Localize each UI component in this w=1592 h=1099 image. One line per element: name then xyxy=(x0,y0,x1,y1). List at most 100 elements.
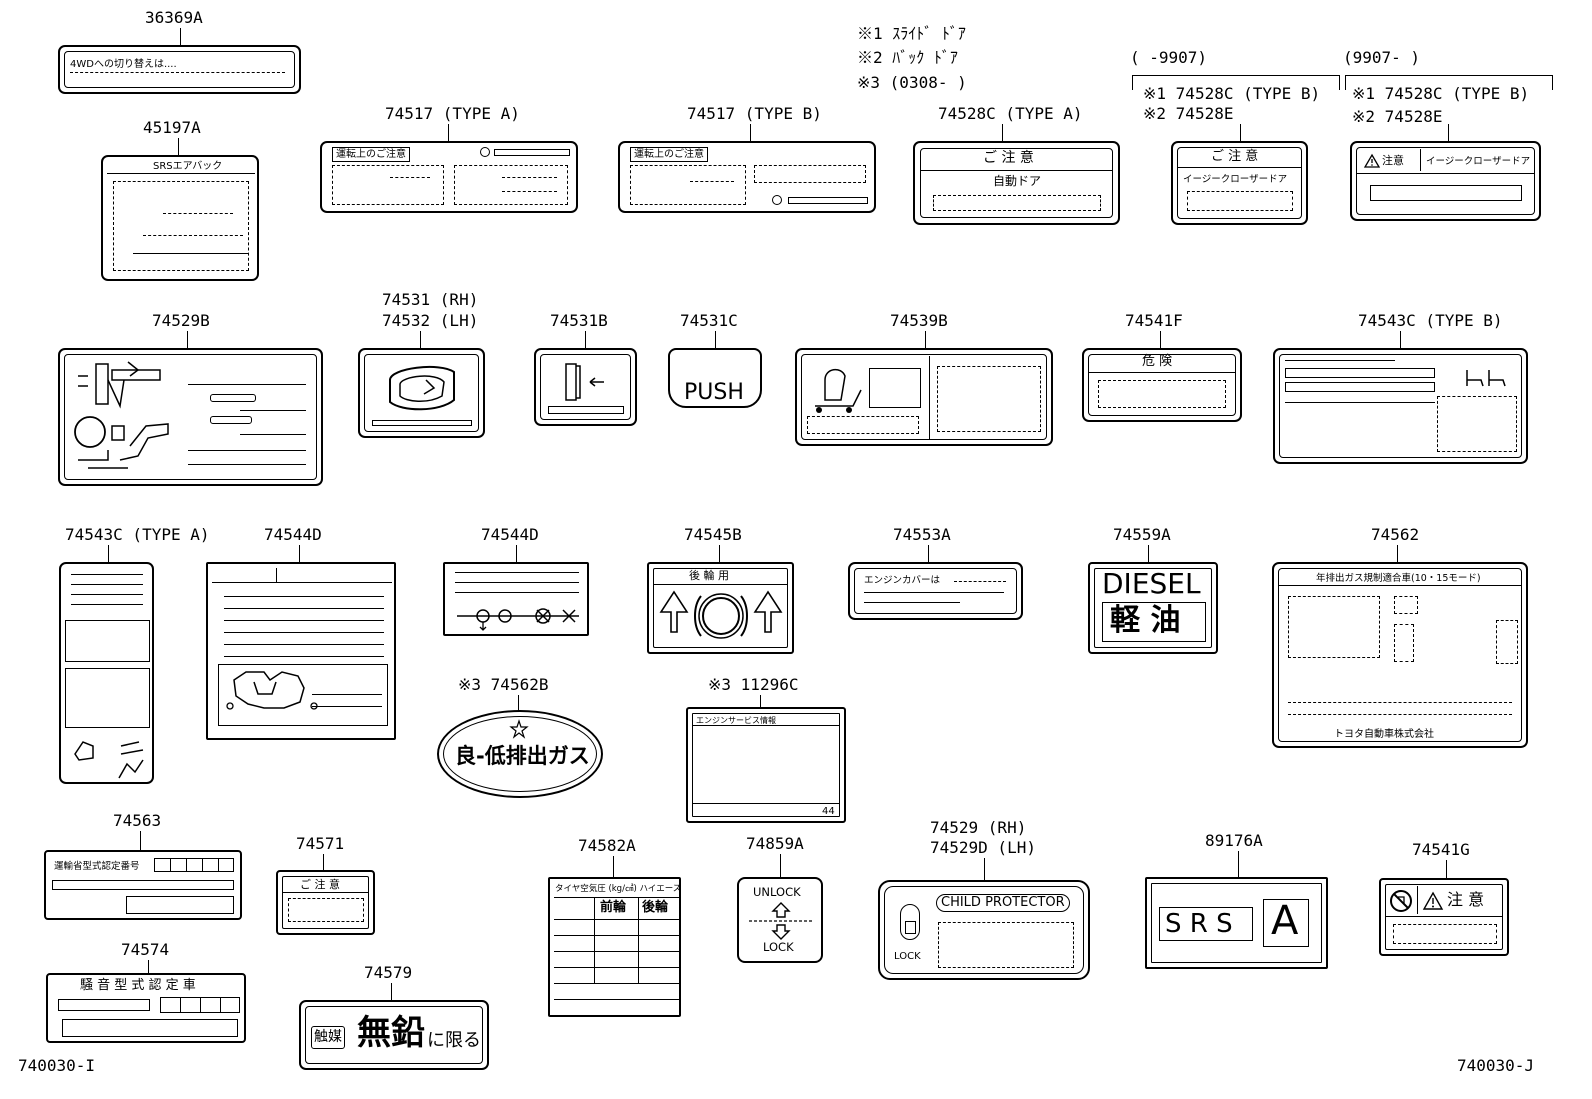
label-74529-lock: LOCK xyxy=(894,951,921,962)
callout-74531b: 74531B xyxy=(550,311,608,330)
leader-74545b xyxy=(719,545,720,562)
label-89176a-a: A xyxy=(1271,898,1299,944)
lock-unlock-arrows-icon xyxy=(749,902,813,940)
leader-45197a xyxy=(178,138,179,155)
label-74517-type-b-title: 運転上のご注意 xyxy=(630,147,708,162)
engine-parts-icon xyxy=(226,671,318,710)
label-74559a: DIESEL 軽 油 xyxy=(1088,562,1218,654)
label-74571: ご 注 意 xyxy=(276,870,375,935)
callout-11296c: ※3 11296C xyxy=(708,675,799,694)
label-74528c-type-b-caution: 注意 xyxy=(1382,154,1404,167)
label-89176a-srs: S R S xyxy=(1165,909,1233,939)
label-74541f: 危 険 xyxy=(1082,348,1242,422)
leader-74562 xyxy=(1397,545,1398,562)
label-74517-type-b: 運転上のご注意 xyxy=(618,141,876,213)
callout-74529-rh: 74529 (RH) xyxy=(930,818,1027,837)
leader-74531 xyxy=(420,331,421,348)
callout-74553a: 74553A xyxy=(893,525,951,544)
label-74528c-type-b-text: イージークローザードア xyxy=(1426,156,1531,167)
door-handle-icon xyxy=(389,365,455,411)
lock-knob-icon xyxy=(565,363,604,401)
leader-74579 xyxy=(391,983,392,1000)
label-36369a: 4WDへの切り替えは.... xyxy=(58,45,301,94)
label-45197a: SRSエアバック xyxy=(101,155,259,281)
label-74553a: エンジンカバーは xyxy=(848,562,1023,620)
warning-triangle-icon xyxy=(1422,891,1444,910)
label-74562-foot: トヨタ自動車株式会社 xyxy=(1334,729,1434,740)
label-74529-title: CHILD PROTECTOR xyxy=(936,894,1070,912)
label-74562: 年排出ガス規制適合車(10・15モード) トヨタ自動車株式会社 xyxy=(1272,562,1528,748)
leader-36369a xyxy=(180,28,181,45)
label-74574-text: 騒 音 型 式 認 定 車 xyxy=(80,978,196,993)
callout-74517-type-b: 74517 (TYPE B) xyxy=(687,104,822,123)
leader-11296c xyxy=(760,695,761,707)
warning-triangle-icon xyxy=(1363,153,1381,168)
leader-74528c-type-a xyxy=(1002,124,1003,141)
leader-74539b xyxy=(925,331,926,348)
label-36369a-inner xyxy=(64,51,295,88)
label-74562b-text: 良-低排出ガス xyxy=(455,744,590,768)
callout-74562b: ※3 74562B xyxy=(458,675,549,694)
leader-74528c-type-b xyxy=(1448,124,1449,141)
label-74531 xyxy=(358,348,485,438)
label-74559a-jp: 軽 油 xyxy=(1110,603,1181,638)
leader-74859a xyxy=(780,854,781,877)
label-74559a-en: DIESEL xyxy=(1102,567,1201,600)
label-74579-only: に限る xyxy=(427,1030,481,1051)
leader-89176a xyxy=(1238,851,1239,877)
figure-id-left: 740030-I xyxy=(18,1056,96,1075)
callout-74582a: 74582A xyxy=(578,836,636,855)
lock-switch-icon xyxy=(900,904,920,940)
leader-74559a xyxy=(1148,545,1149,562)
label-74859a-unlock: UNLOCK xyxy=(753,885,801,899)
callout-36369a: 36369A xyxy=(145,8,203,27)
callout-74544d-1: 74544D xyxy=(264,525,322,544)
label-74541f-head: 危 険 xyxy=(1142,354,1173,369)
leader-74541g xyxy=(1446,860,1447,878)
leader-74571 xyxy=(323,854,324,870)
label-74528c-type-a-sub: 自動ドア xyxy=(993,174,1042,188)
label-74528e-sub: イージークローザードア xyxy=(1183,174,1288,185)
callout-74541f: 74541F xyxy=(1125,311,1183,330)
label-74545b-head: 後 輪 用 xyxy=(689,569,729,582)
leader-74529b xyxy=(187,331,188,348)
bracket-left-range: ( -9907) xyxy=(1130,48,1208,67)
star-icon xyxy=(509,719,529,739)
label-74517-type-a: 運転上のご注意 xyxy=(320,141,578,213)
callout-74532-lh: 74532 (LH) xyxy=(382,311,479,330)
callout-74517-type-a: 74517 (TYPE A) xyxy=(385,104,520,123)
seats-icon xyxy=(1466,370,1506,387)
label-74562-head: 年排出ガス規制適合車(10・15モード) xyxy=(1316,573,1481,584)
label-74571-head: ご 注 意 xyxy=(300,878,340,891)
label-74517-type-a-title: 運転上のご注意 xyxy=(332,147,410,162)
label-74582a: タイヤ空気圧 (kg/㎠) ハイエース 前輪 後輪 xyxy=(548,877,681,1017)
seat-warning-icon xyxy=(74,741,144,779)
bracket-right-line xyxy=(1345,75,1553,90)
bracket-right-note-2: ※2 74528E xyxy=(1352,107,1443,126)
legend-note-2: ※2 ﾊﾞｯｸ ﾄﾞｱ xyxy=(857,48,958,67)
no-entry-icon xyxy=(1390,890,1412,912)
label-74579-catalyst: 触媒 xyxy=(311,1026,345,1049)
label-74582a-rear: 後輪 xyxy=(642,900,669,915)
callout-74543c-type-a: 74543C (TYPE A) xyxy=(65,525,210,544)
leader-74529 xyxy=(984,858,985,880)
label-74543c-type-b xyxy=(1273,348,1528,464)
child-seat-icon xyxy=(815,368,862,413)
leader-74541f xyxy=(1160,331,1161,348)
bracket-left-note-1: ※1 74528C (TYPE B) xyxy=(1143,84,1321,103)
leader-74531b xyxy=(585,331,586,348)
label-74553a-text: エンジンカバーは xyxy=(864,575,941,586)
label-74544d-2 xyxy=(443,562,589,636)
leader-74562b xyxy=(518,695,519,712)
callout-74579: 74579 xyxy=(364,963,413,982)
leader-74528e xyxy=(1240,124,1241,141)
callout-74543c-type-b: 74543C (TYPE B) xyxy=(1358,311,1503,330)
label-74529b xyxy=(58,348,323,486)
label-74562b: 良-低排出ガス xyxy=(437,710,603,798)
label-74582a-head: タイヤ空気圧 (kg/㎠) ハイエース xyxy=(555,884,682,894)
bracket-right-note-1: ※1 74528C (TYPE B) xyxy=(1352,84,1530,103)
callout-74563: 74563 xyxy=(113,811,162,830)
callout-74541g: 74541G xyxy=(1412,840,1470,859)
figure-id-right: 740030-J xyxy=(1457,1056,1535,1075)
leader-74544d-1 xyxy=(299,545,300,562)
